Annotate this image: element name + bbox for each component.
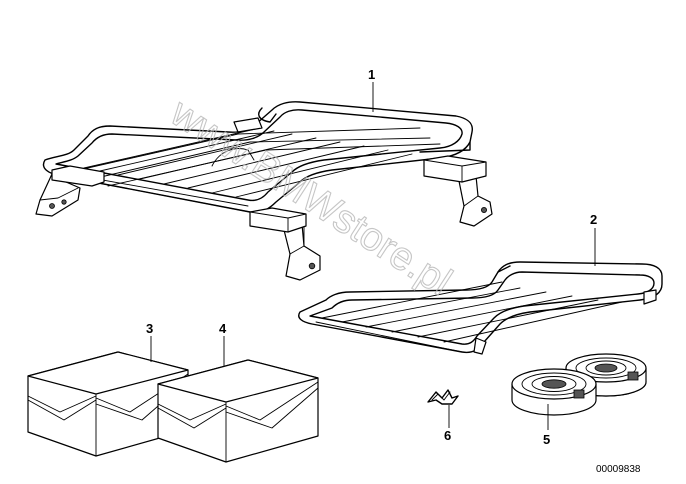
callout-1: 1 [368, 67, 375, 82]
tape-rolls-5 [511, 353, 647, 416]
callout-labels: 1 2 3 4 5 6 [146, 67, 597, 447]
callout-6: 6 [444, 428, 451, 443]
callout-3: 3 [146, 321, 153, 336]
callout-2: 2 [590, 212, 597, 227]
clip-6 [427, 389, 459, 405]
roof-rack-large [35, 101, 493, 281]
roof-rack-small [298, 261, 663, 355]
box-4 [157, 359, 319, 463]
callout-4: 4 [219, 321, 227, 336]
leader-lines [150, 82, 596, 430]
box-3 [27, 351, 189, 457]
callout-5: 5 [543, 432, 550, 447]
document-number: 00009838 [596, 464, 641, 475]
